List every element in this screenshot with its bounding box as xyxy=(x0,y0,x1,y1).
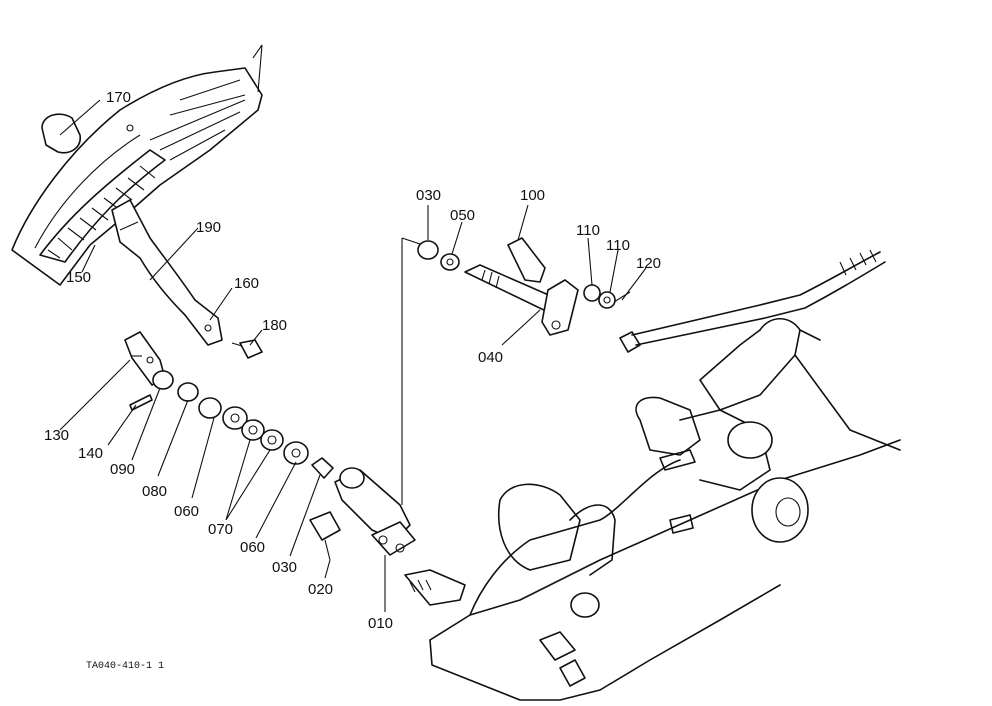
pedal-arm xyxy=(111,199,223,346)
callout-170: 170 xyxy=(106,89,131,106)
footrest-plate xyxy=(11,44,263,286)
callout-030-upper: 030 xyxy=(416,187,441,204)
bolt-180 xyxy=(231,339,263,359)
callout-030-lower: 030 xyxy=(272,559,297,576)
callout-010: 010 xyxy=(368,615,393,632)
callout-150: 150 xyxy=(66,269,91,286)
washer-080 xyxy=(198,397,222,419)
pin-140 xyxy=(129,394,153,411)
callout-090: 090 xyxy=(110,461,135,478)
callout-labels: 170 190 150 160 180 130 140 090 080 060 … xyxy=(44,89,661,632)
drawing-code: TA040-410-1 1 xyxy=(86,661,164,672)
washer-060 xyxy=(222,406,248,430)
callout-060-lower: 060 xyxy=(174,503,199,520)
callout-020: 020 xyxy=(308,581,333,598)
callout-110-left: 110 xyxy=(576,222,600,239)
transmission-housing xyxy=(404,317,901,701)
washer-110a xyxy=(583,284,601,302)
shaft-components xyxy=(152,370,334,479)
washer-070b xyxy=(260,429,284,451)
collar-080 xyxy=(177,382,199,402)
bushing-090 xyxy=(152,370,174,390)
callout-140: 140 xyxy=(78,445,103,462)
callout-190: 190 xyxy=(196,219,221,236)
callout-060-upper: 060 xyxy=(240,539,265,556)
pedal-pad xyxy=(39,149,166,263)
upper-linkage xyxy=(401,237,886,505)
callout-130: 130 xyxy=(44,427,69,444)
leader-lines xyxy=(59,99,647,612)
callout-180: 180 xyxy=(262,317,287,334)
washer-050 xyxy=(440,253,460,271)
arm-040 xyxy=(541,279,579,336)
washer-070a xyxy=(241,419,265,441)
washer-110b xyxy=(598,291,616,309)
callout-160: 160 xyxy=(234,275,259,292)
callout-120: 120 xyxy=(636,255,661,272)
lever-100 xyxy=(507,237,546,283)
bushing-030b xyxy=(417,240,439,260)
callout-080: 080 xyxy=(142,483,167,500)
callout-050: 050 xyxy=(450,207,475,224)
bushing-030 xyxy=(311,457,334,479)
callout-110-right: 110 xyxy=(606,237,630,254)
washer-060b xyxy=(283,441,309,465)
cross-shaft-010 xyxy=(334,467,416,556)
callout-100: 100 xyxy=(520,187,545,204)
callout-070: 070 xyxy=(208,521,233,538)
bolt-020 xyxy=(309,511,341,561)
pin-120 xyxy=(613,291,631,303)
callout-040: 040 xyxy=(478,349,503,366)
